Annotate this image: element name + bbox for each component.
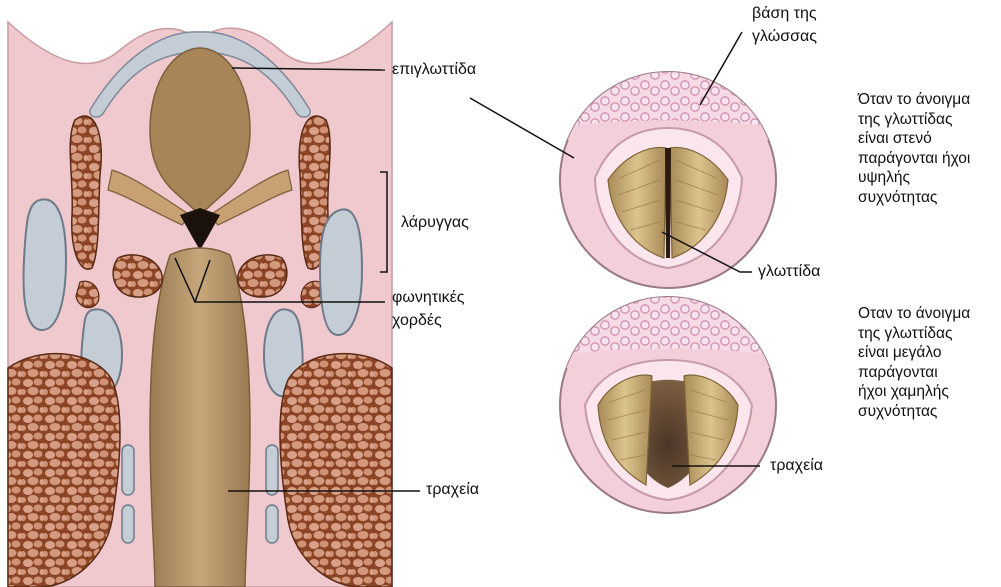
label-tongue-base-2: γλώσσας <box>752 27 817 47</box>
caption-wide-line: ήχοι χαμηλής <box>858 382 970 402</box>
caption-wide-line: Οταν το άνοιγμα <box>858 304 970 324</box>
caption-wide-line: της γλωττίδας <box>858 324 970 344</box>
caption-wide-line: συχνότητας <box>858 402 970 422</box>
label-vocal-cords-1: φωνητικές <box>392 288 464 308</box>
caption-narrow-line: συχνότητας <box>858 188 970 208</box>
label-trachea-left: τραχεία <box>426 480 479 500</box>
caption-narrow-glottis: Όταν το άνοιγμα της γλωττίδας είναι στεν… <box>858 90 970 207</box>
label-larynx: λάρυγγας <box>401 213 469 233</box>
right-thyroid-cartilage <box>320 209 362 335</box>
epiglottis-leader-right <box>470 98 574 158</box>
narrow-glottis-view <box>560 72 776 288</box>
right-tracheal-ring-2 <box>266 505 278 543</box>
caption-narrow-line: της γλωττίδας <box>858 110 970 130</box>
caption-wide-line: είναι μεγάλο <box>858 343 970 363</box>
left-tracheal-ring-2 <box>122 505 134 543</box>
caption-narrow-line: υψηλής <box>858 168 970 188</box>
wide-glottis-view <box>560 297 776 513</box>
glottis-slit-top <box>665 148 671 258</box>
trachea-lumen <box>150 248 250 587</box>
caption-narrow-line: είναι στενό <box>858 129 970 149</box>
larynx-section-illustration <box>8 22 392 587</box>
caption-wide-line: παράγονται <box>858 363 970 383</box>
left-tracheal-ring-1 <box>122 445 134 495</box>
label-trachea-right: τραχεία <box>770 456 823 476</box>
label-vocal-cords-2: χορδές <box>392 311 442 331</box>
label-tongue-base-1: βάση της <box>752 4 817 24</box>
caption-narrow-line: Όταν το άνοιγμα <box>858 90 970 110</box>
right-tracheal-ring-1 <box>266 445 278 495</box>
caption-narrow-line: παράγονται ήχοι <box>858 149 970 169</box>
left-thyroid-muscle <box>70 116 101 269</box>
label-glottis: γλωττίδα <box>758 262 820 282</box>
left-thyroid-cartilage <box>24 199 66 330</box>
caption-wide-glottis: Οταν το άνοιγμα της γλωττίδας είναι μεγά… <box>858 304 970 421</box>
label-epiglottis: επιγλωττίδα <box>392 60 476 80</box>
